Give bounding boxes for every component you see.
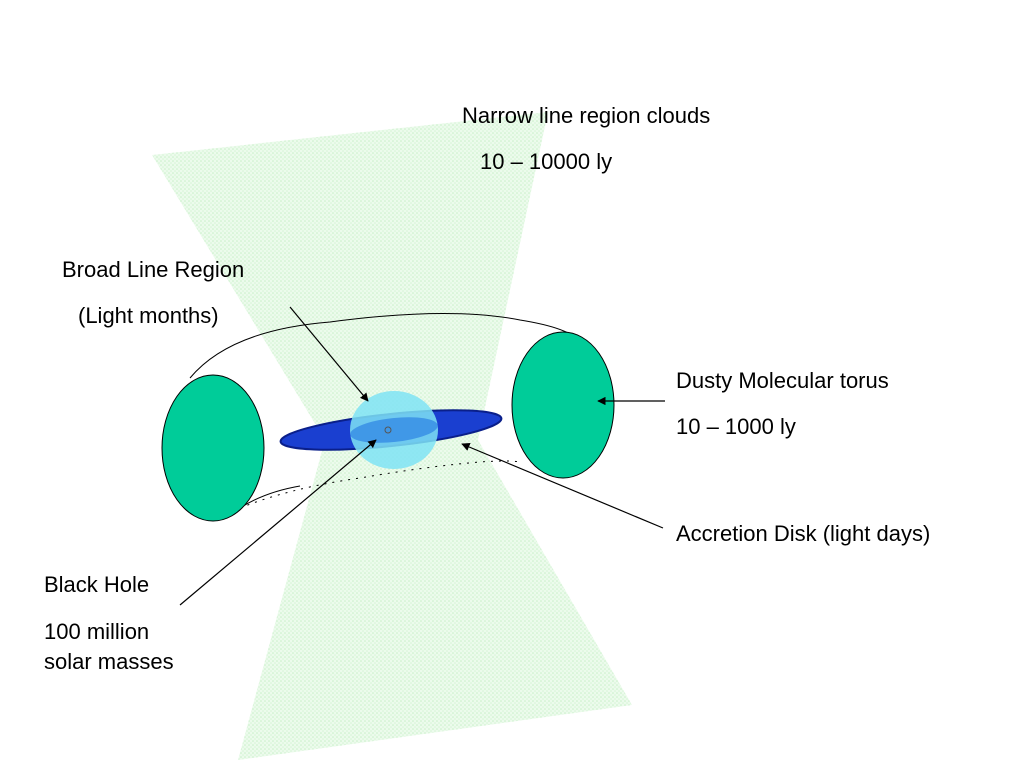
black-hole-mass-line1: 100 million [44, 619, 150, 644]
broad-line-pointer [289, 306, 369, 402]
torus-outline-bottom [239, 460, 521, 509]
torus-title: Dusty Molecular torus [676, 368, 889, 393]
narrow-line-size: 10 – 10000 ly [480, 149, 613, 174]
accretion-disk-label: Accretion Disk (light days) [676, 521, 931, 546]
accretion-disk-inner [350, 417, 438, 443]
ionization-cone-lower [238, 440, 632, 760]
ionization-cone-upper [152, 112, 548, 440]
torus-outline-top [189, 313, 581, 379]
black-hole-mass-line2: solar masses [44, 649, 174, 674]
torus-size: 10 – 1000 ly [676, 414, 796, 439]
accretion-disk-pointer [461, 443, 664, 529]
black-hole-pointer [179, 439, 377, 606]
torus-left-section [161, 374, 265, 522]
black-hole [384, 426, 392, 434]
narrow-line-title: Narrow line region clouds [462, 103, 711, 128]
black-hole-title: Black Hole [44, 572, 150, 597]
broad-line-size: (Light months) [78, 303, 219, 328]
torus-right-section [511, 331, 615, 479]
broad-line-title: Broad Line Region [62, 257, 245, 282]
